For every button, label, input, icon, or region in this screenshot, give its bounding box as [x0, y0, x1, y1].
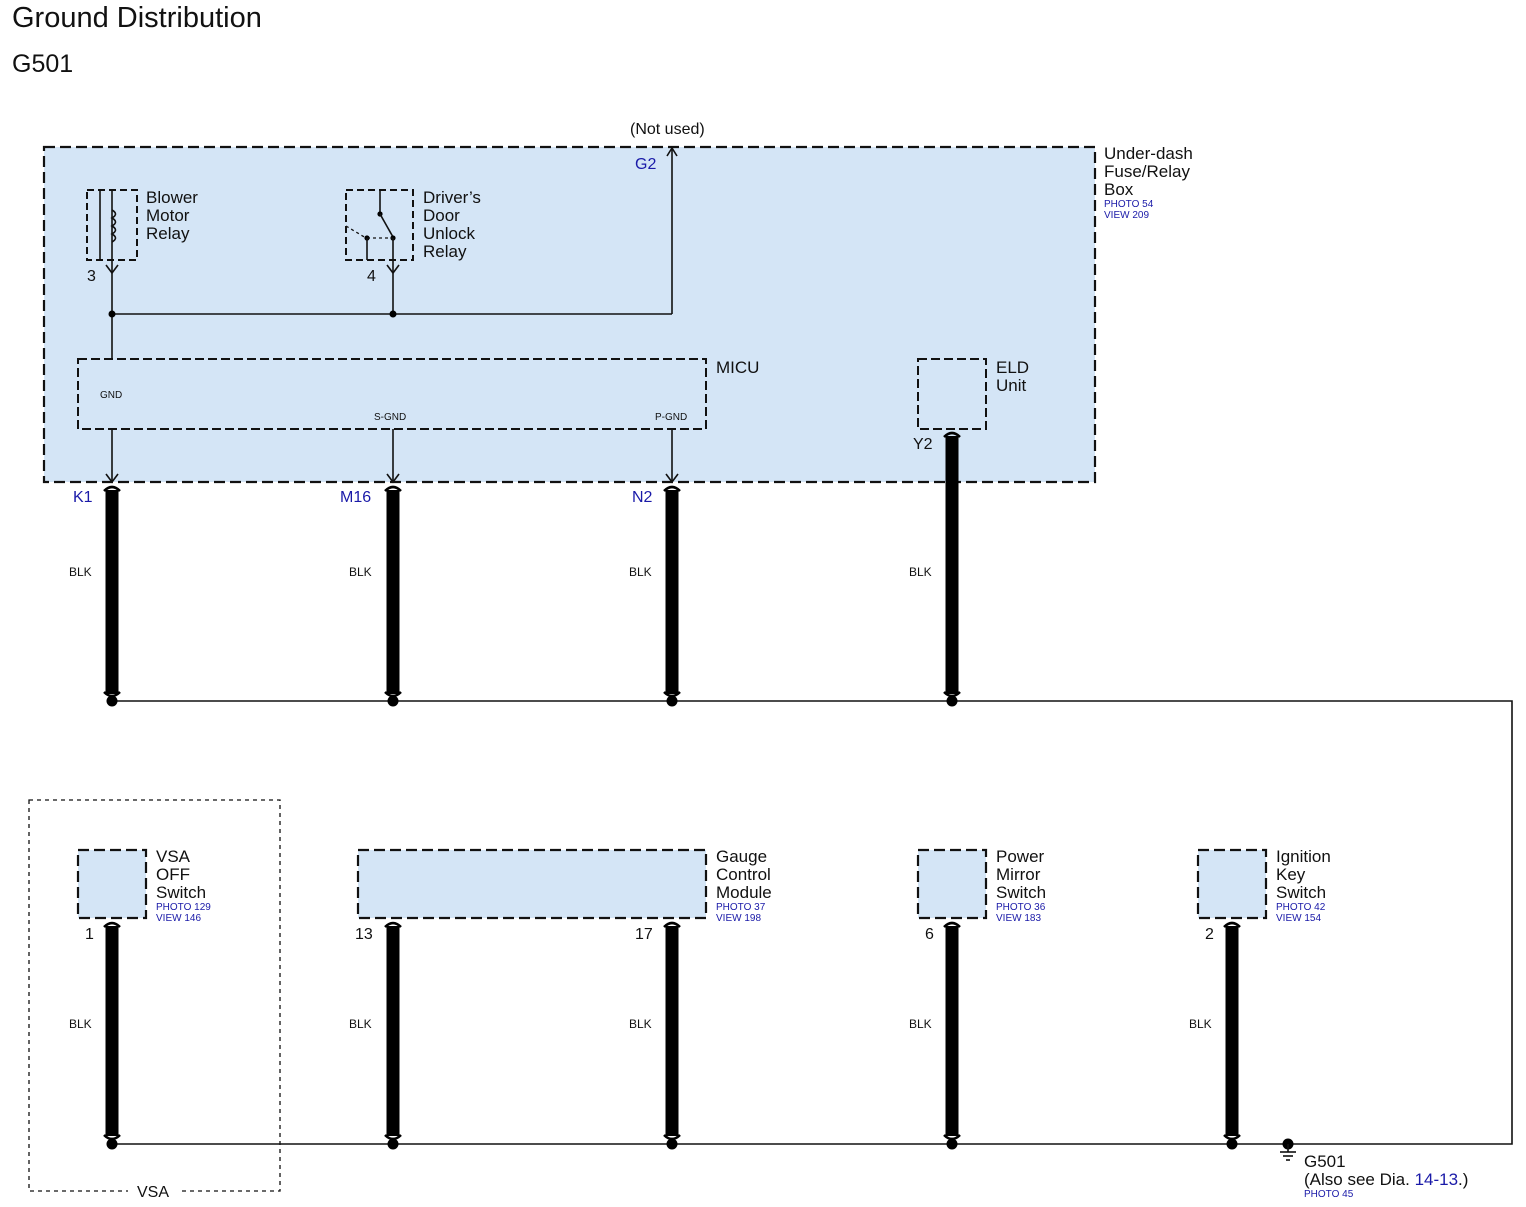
- not-used-label: (Not used): [630, 121, 705, 138]
- wire-color-m16: BLK: [349, 565, 372, 579]
- vsa-switch-label-3: Switch: [156, 883, 206, 902]
- diagram-link[interactable]: 14-13: [1415, 1170, 1458, 1189]
- page-title: Ground Distribution: [12, 2, 262, 34]
- wire-color-mirror: BLK: [909, 1017, 932, 1031]
- ignition-label-2: Key: [1276, 865, 1306, 884]
- blower-relay-pin: 3: [87, 268, 96, 285]
- fuse-box-photo[interactable]: PHOTO 54: [1104, 199, 1154, 210]
- eld-pin-y2: Y2: [913, 436, 933, 453]
- connector-n2[interactable]: N2: [632, 489, 653, 506]
- mirror-pin: 6: [925, 926, 934, 943]
- ignition-photo[interactable]: PHOTO 42: [1276, 902, 1326, 913]
- mirror-photo[interactable]: PHOTO 36: [996, 902, 1046, 913]
- gauge-pin-17: 17: [635, 926, 653, 943]
- door-relay-label-1: Driver’s: [423, 188, 481, 207]
- micu-label: MICU: [716, 358, 759, 377]
- fuse-box-label-2: Fuse/Relay: [1104, 162, 1190, 181]
- gauge-label-1: Gauge: [716, 847, 767, 866]
- vsa-switch-view[interactable]: VIEW 146: [156, 913, 201, 924]
- blower-relay-label-3: Relay: [146, 224, 190, 243]
- ground-name: G501: [1304, 1152, 1346, 1171]
- eld-label-2: Unit: [996, 376, 1027, 395]
- door-relay-label-3: Unlock: [423, 224, 475, 243]
- micu-pgnd-pin: P-GND: [655, 412, 687, 423]
- gauge-label-2: Control: [716, 865, 771, 884]
- ground-symbol-icon: [1280, 1144, 1296, 1161]
- mirror-label-3: Switch: [996, 883, 1046, 902]
- relay-coil-icon: [110, 209, 117, 243]
- ground-id-subtitle: G501: [12, 50, 74, 78]
- ground-photo[interactable]: PHOTO 45: [1304, 1189, 1354, 1200]
- micu-box: [77, 358, 707, 430]
- mirror-label-1: Power: [996, 847, 1045, 866]
- gauge-control-module-box: [356, 848, 708, 920]
- door-relay-label-4: Relay: [423, 242, 467, 261]
- vsa-group-label: VSA: [137, 1184, 169, 1201]
- eld-label-1: ELD: [996, 358, 1029, 377]
- connector-g2[interactable]: G2: [635, 156, 656, 173]
- blower-relay-label-1: Blower: [146, 188, 198, 207]
- wire-color-gauge-13: BLK: [349, 1017, 372, 1031]
- wire-color-ignition: BLK: [1189, 1017, 1212, 1031]
- fuse-box-label-3: Box: [1104, 180, 1134, 199]
- wire-color-gauge-17: BLK: [629, 1017, 652, 1031]
- pin-arrow-icon: [105, 473, 119, 484]
- fuse-box-view[interactable]: VIEW 209: [1104, 210, 1149, 221]
- mirror-view[interactable]: VIEW 183: [996, 913, 1041, 924]
- vsa-switch-photo[interactable]: PHOTO 129: [156, 902, 211, 913]
- ignition-key-switch-box: [1196, 848, 1268, 920]
- pin-arrow-icon: [665, 473, 679, 484]
- power-mirror-switch-box: [916, 848, 988, 920]
- door-relay-pin: 4: [367, 268, 376, 285]
- ground-see-also: (Also see Dia. 14-13.): [1304, 1170, 1468, 1189]
- vsa-switch-pin: 1: [85, 926, 94, 943]
- connector-k1[interactable]: K1: [73, 489, 93, 506]
- blower-relay-label-2: Motor: [146, 206, 190, 225]
- gauge-label-3: Module: [716, 883, 772, 902]
- vsa-off-switch-box: [76, 848, 148, 920]
- connector-m16[interactable]: M16: [340, 489, 371, 506]
- micu-gnd-pin: GND: [100, 390, 122, 401]
- vsa-switch-label-1: VSA: [156, 847, 191, 866]
- wire-color-n2: BLK: [629, 565, 652, 579]
- vsa-switch-label-2: OFF: [156, 865, 190, 884]
- fuse-box-label-1: Under-dash: [1104, 144, 1193, 163]
- mirror-label-2: Mirror: [996, 865, 1041, 884]
- ignition-pin: 2: [1205, 926, 1214, 943]
- wire-color-y2: BLK: [909, 565, 932, 579]
- gauge-pin-13: 13: [355, 926, 373, 943]
- ground-bus-upper: [112, 700, 1513, 1145]
- ignition-label-3: Switch: [1276, 883, 1326, 902]
- g2-arrow-icon: [666, 146, 678, 157]
- pin-arrow-icon: [386, 473, 400, 484]
- ignition-view[interactable]: VIEW 154: [1276, 913, 1321, 924]
- vsa-group-outline: [28, 799, 281, 1192]
- gauge-photo[interactable]: PHOTO 37: [716, 902, 766, 913]
- eld-unit-box: [917, 358, 987, 430]
- gauge-view[interactable]: VIEW 198: [716, 913, 761, 924]
- wire-color-k1: BLK: [69, 565, 92, 579]
- door-relay-label-2: Door: [423, 206, 460, 225]
- wire-color-vsa: BLK: [69, 1017, 92, 1031]
- ignition-label-1: Ignition: [1276, 847, 1331, 866]
- micu-sgnd-pin: S-GND: [374, 412, 406, 423]
